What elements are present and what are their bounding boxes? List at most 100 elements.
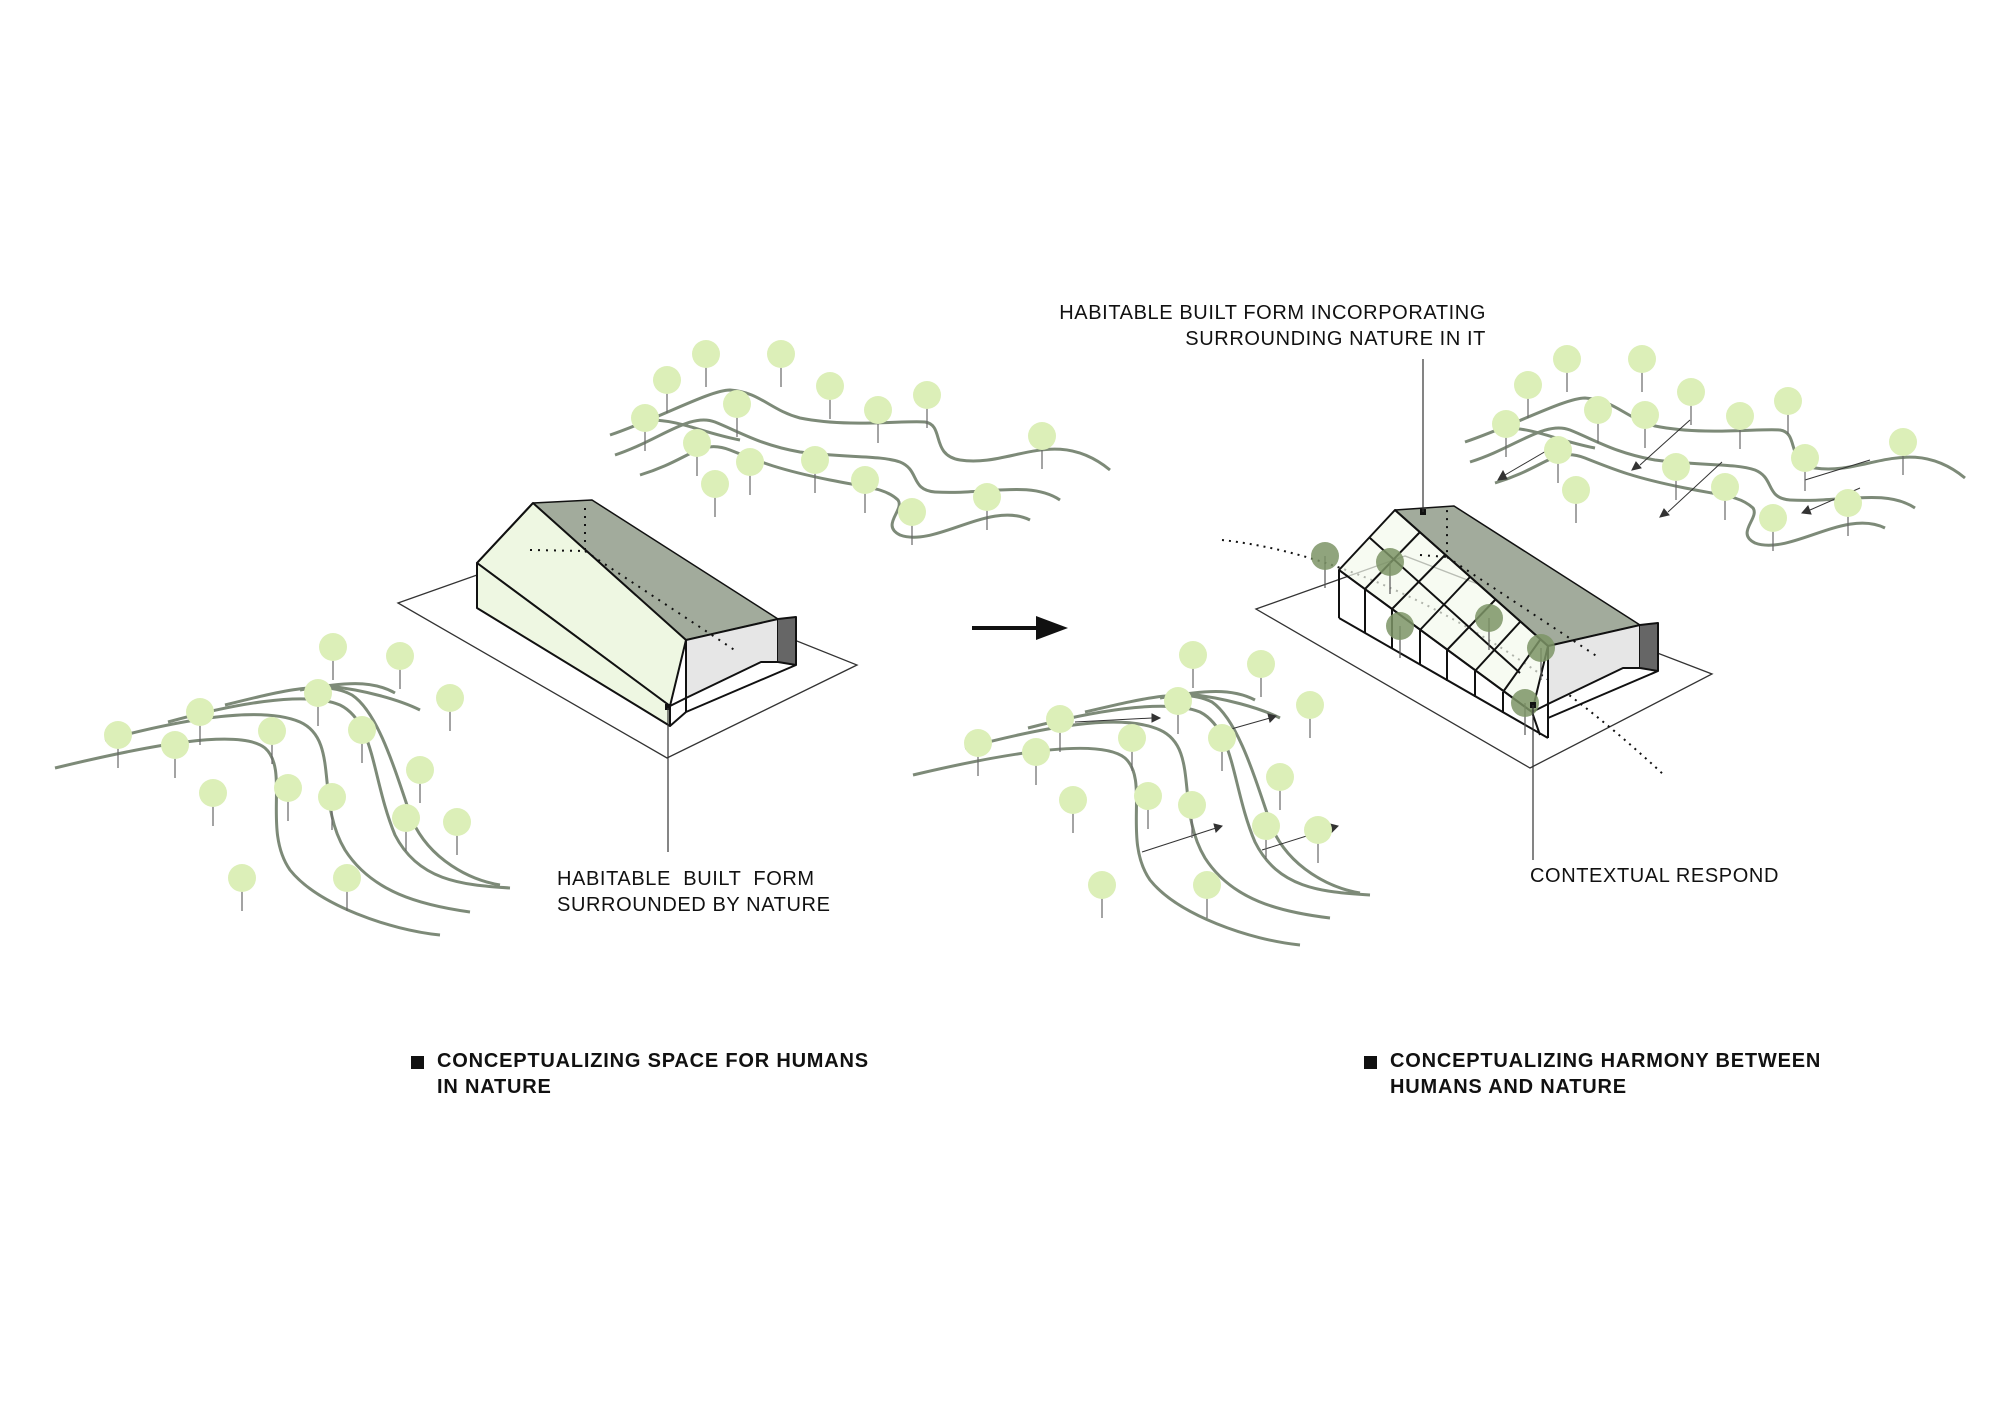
tree-icon (1514, 371, 1542, 418)
tree-icon (913, 381, 941, 428)
tree-icon (1759, 504, 1787, 551)
left-lower-contours (54, 682, 511, 937)
tree-icon (319, 633, 347, 680)
tree-icon (1774, 387, 1802, 434)
tree-icon (1834, 489, 1862, 536)
left-upper-trees (631, 340, 1056, 545)
right-top-annotation: HABITABLE BUILT FORM INCORPORATING SURRO… (1059, 300, 1486, 352)
tree-icon (1193, 871, 1221, 918)
tree-icon (1266, 763, 1294, 810)
tree-icon (973, 483, 1001, 530)
tree-icon (104, 721, 132, 768)
arrow-right-icon (972, 616, 1068, 640)
tree-icon (386, 642, 414, 689)
tree-icon (1311, 542, 1339, 588)
tree-icon (1247, 650, 1275, 697)
tree-icon (723, 390, 751, 437)
right-caption: CONCEPTUALIZING HARMONY BETWEEN HUMANS A… (1390, 1048, 1821, 1100)
tree-icon (1164, 687, 1192, 734)
tree-icon (1662, 453, 1690, 500)
tree-icon (1562, 476, 1590, 523)
tree-icon (228, 864, 256, 911)
incorporated-trees (1311, 542, 1555, 735)
tree-icon (436, 684, 464, 731)
tree-icon (1584, 396, 1612, 443)
left-building (476, 499, 797, 727)
tree-icon (736, 448, 764, 495)
tree-icon (1046, 705, 1074, 752)
right-caption-line2: HUMANS AND NATURE (1390, 1076, 1627, 1098)
tree-icon (1544, 436, 1572, 483)
tree-icon (1511, 689, 1539, 735)
tree-icon (1059, 786, 1087, 833)
tree-icon (1376, 548, 1404, 594)
tree-icon (683, 429, 711, 476)
tree-icon (1475, 604, 1503, 650)
tree-icon (1296, 691, 1324, 738)
left-caption-line2: IN NATURE (437, 1076, 552, 1098)
tree-icon (1628, 345, 1656, 392)
tree-icon (1179, 641, 1207, 688)
tree-icon (392, 804, 420, 851)
tree-icon (443, 808, 471, 855)
tree-icon (1791, 444, 1819, 491)
tree-icon (1553, 345, 1581, 392)
tree-icon (1304, 816, 1332, 863)
tree-icon (1492, 410, 1520, 457)
right-caption-line1: CONCEPTUALIZING HARMONY BETWEEN (1390, 1050, 1822, 1072)
left-caption: CONCEPTUALIZING SPACE FOR HUMANS IN NATU… (437, 1048, 869, 1100)
tree-icon (1631, 401, 1659, 448)
tree-icon (1677, 378, 1705, 425)
tree-icon (1386, 612, 1414, 658)
left-caption-line1: CONCEPTUALIZING SPACE FOR HUMANS (437, 1050, 869, 1072)
tree-icon (258, 717, 286, 764)
tree-icon (318, 783, 346, 830)
left-annotation-line2: SURROUNDED BY NATURE (557, 894, 831, 916)
tree-icon (348, 716, 376, 763)
left-upper-contours (609, 388, 1111, 539)
tree-icon (1088, 871, 1116, 918)
tree-icon (199, 779, 227, 826)
right-building (1311, 505, 1659, 739)
tree-icon (1208, 724, 1236, 771)
right-lower-flow-arrows (1074, 713, 1339, 853)
tree-icon (851, 466, 879, 513)
tree-icon (631, 404, 659, 451)
tree-icon (692, 340, 720, 387)
right-lower-trees (964, 641, 1332, 918)
right-top-annotation-line2: SURROUNDING NATURE IN IT (1185, 328, 1486, 350)
left-lower-trees (104, 633, 471, 911)
square-bullet-icon (411, 1056, 424, 1069)
left-annotation: HABITABLE BUILT FORM SURROUNDED BY NATUR… (557, 866, 831, 918)
tree-icon (186, 698, 214, 745)
tree-icon (1178, 791, 1206, 838)
right-bottom-annotation: CONTEXTUAL RESPOND (1530, 863, 1779, 889)
tree-icon (701, 470, 729, 517)
tree-icon (1889, 428, 1917, 475)
tree-icon (816, 372, 844, 419)
tree-icon (1527, 634, 1555, 680)
tree-icon (1022, 738, 1050, 785)
tree-icon (1252, 812, 1280, 859)
tree-icon (653, 366, 681, 413)
tree-icon (801, 446, 829, 493)
right-upper-trees (1492, 345, 1917, 551)
left-annotation-marker (665, 704, 671, 710)
tree-icon (964, 729, 992, 776)
tree-icon (1134, 782, 1162, 829)
left-annotation-line1: HABITABLE BUILT FORM (557, 868, 815, 890)
right-scene (912, 345, 1966, 947)
square-bullet-icon (1364, 1056, 1377, 1069)
left-scene (54, 340, 1111, 937)
tree-icon (406, 756, 434, 803)
right-top-annotation-line1: HABITABLE BUILT FORM INCORPORATING (1059, 302, 1486, 324)
tree-icon (767, 340, 795, 387)
tree-icon (333, 864, 361, 911)
tree-icon (864, 396, 892, 443)
tree-icon (274, 774, 302, 821)
tree-icon (1726, 402, 1754, 449)
tree-icon (898, 498, 926, 545)
right-upper-contours (1464, 396, 1966, 547)
tree-icon (1711, 473, 1739, 520)
